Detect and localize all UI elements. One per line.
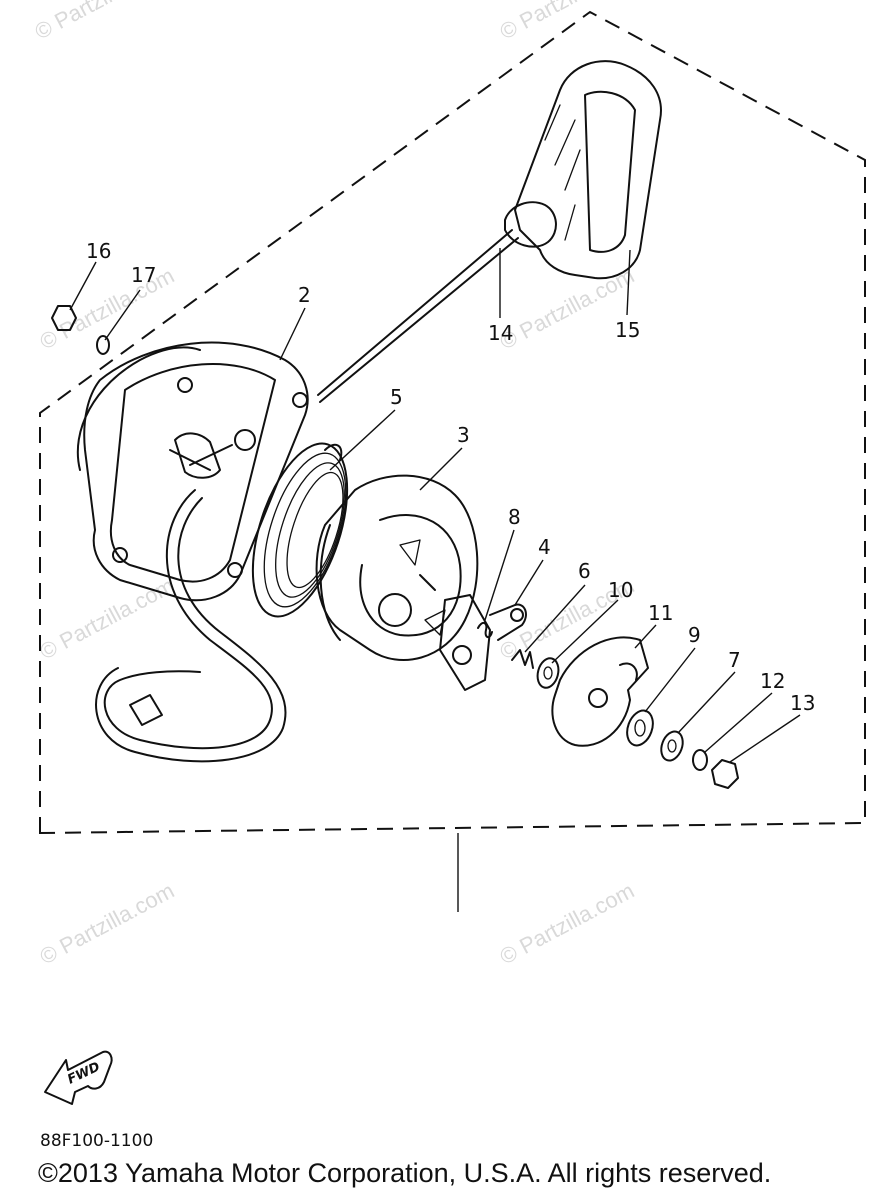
callout-10: 10: [608, 578, 633, 602]
compression-spring: [511, 649, 534, 669]
rope-guide-tube-inner: [95, 497, 287, 763]
callout-8: 8: [508, 505, 521, 529]
rope-guide-fitting: [129, 694, 163, 726]
assembly-boundary: [39, 10, 866, 835]
watermark: © Partzilla.com: [496, 878, 639, 970]
starter-handle: [504, 60, 662, 280]
washer-7-hole: [667, 739, 677, 753]
callout-12: 12: [760, 669, 785, 693]
rope-guide-tube: [103, 489, 273, 750]
callout-4: 4: [538, 535, 551, 559]
callout-15: 15: [615, 318, 640, 342]
starter-rope-lower: [319, 237, 519, 403]
watermark: © Partzilla.com: [31, 0, 174, 44]
bolt-16: [51, 305, 77, 331]
starter-rope: [317, 229, 513, 396]
washer-10: [536, 657, 560, 689]
washer-10-hole: [543, 666, 553, 680]
starter-case: [76, 341, 309, 602]
washer-9: [626, 709, 654, 747]
recoil-spring: [251, 442, 349, 618]
fwd-arrow-icon: FWD: [44, 1050, 113, 1105]
callout-13: 13: [790, 691, 815, 715]
watermark: © Partzilla.com: [496, 0, 639, 44]
callout-11: 11: [648, 601, 673, 625]
copyright-notice: ©2013 Yamaha Motor Corporation, U.S.A. A…: [38, 1158, 772, 1188]
leader-lines: [69, 248, 801, 763]
callout-2: 2: [298, 283, 311, 307]
callouts: 16 17 2 14 15 5 3 8 4 6 10 11 9 7 12 13: [86, 239, 815, 715]
callout-7: 7: [728, 648, 741, 672]
callout-17: 17: [131, 263, 156, 287]
fwd-label: FWD: [65, 1060, 102, 1088]
friction-plate: [551, 636, 649, 747]
pawl-spring: [477, 622, 493, 638]
diagram-code: 88F100-1100: [40, 1131, 154, 1151]
callout-5: 5: [390, 385, 403, 409]
callout-3: 3: [457, 423, 470, 447]
washer-7: [660, 730, 684, 762]
rope-pulley: [315, 474, 479, 661]
callout-14: 14: [488, 321, 513, 345]
washer-9-hole: [634, 719, 646, 737]
lock-washer-12: [692, 749, 708, 771]
callout-6: 6: [578, 559, 591, 583]
watermark: © Partzilla.com: [36, 878, 179, 970]
watermark: © Partzilla.com: [36, 573, 179, 665]
washer-17: [96, 335, 110, 355]
nut-13: [711, 759, 739, 789]
callout-16: 16: [86, 239, 111, 263]
callout-9: 9: [688, 623, 701, 647]
watermarks: © Partzilla.com © Partzilla.com © Partzi…: [31, 0, 639, 969]
